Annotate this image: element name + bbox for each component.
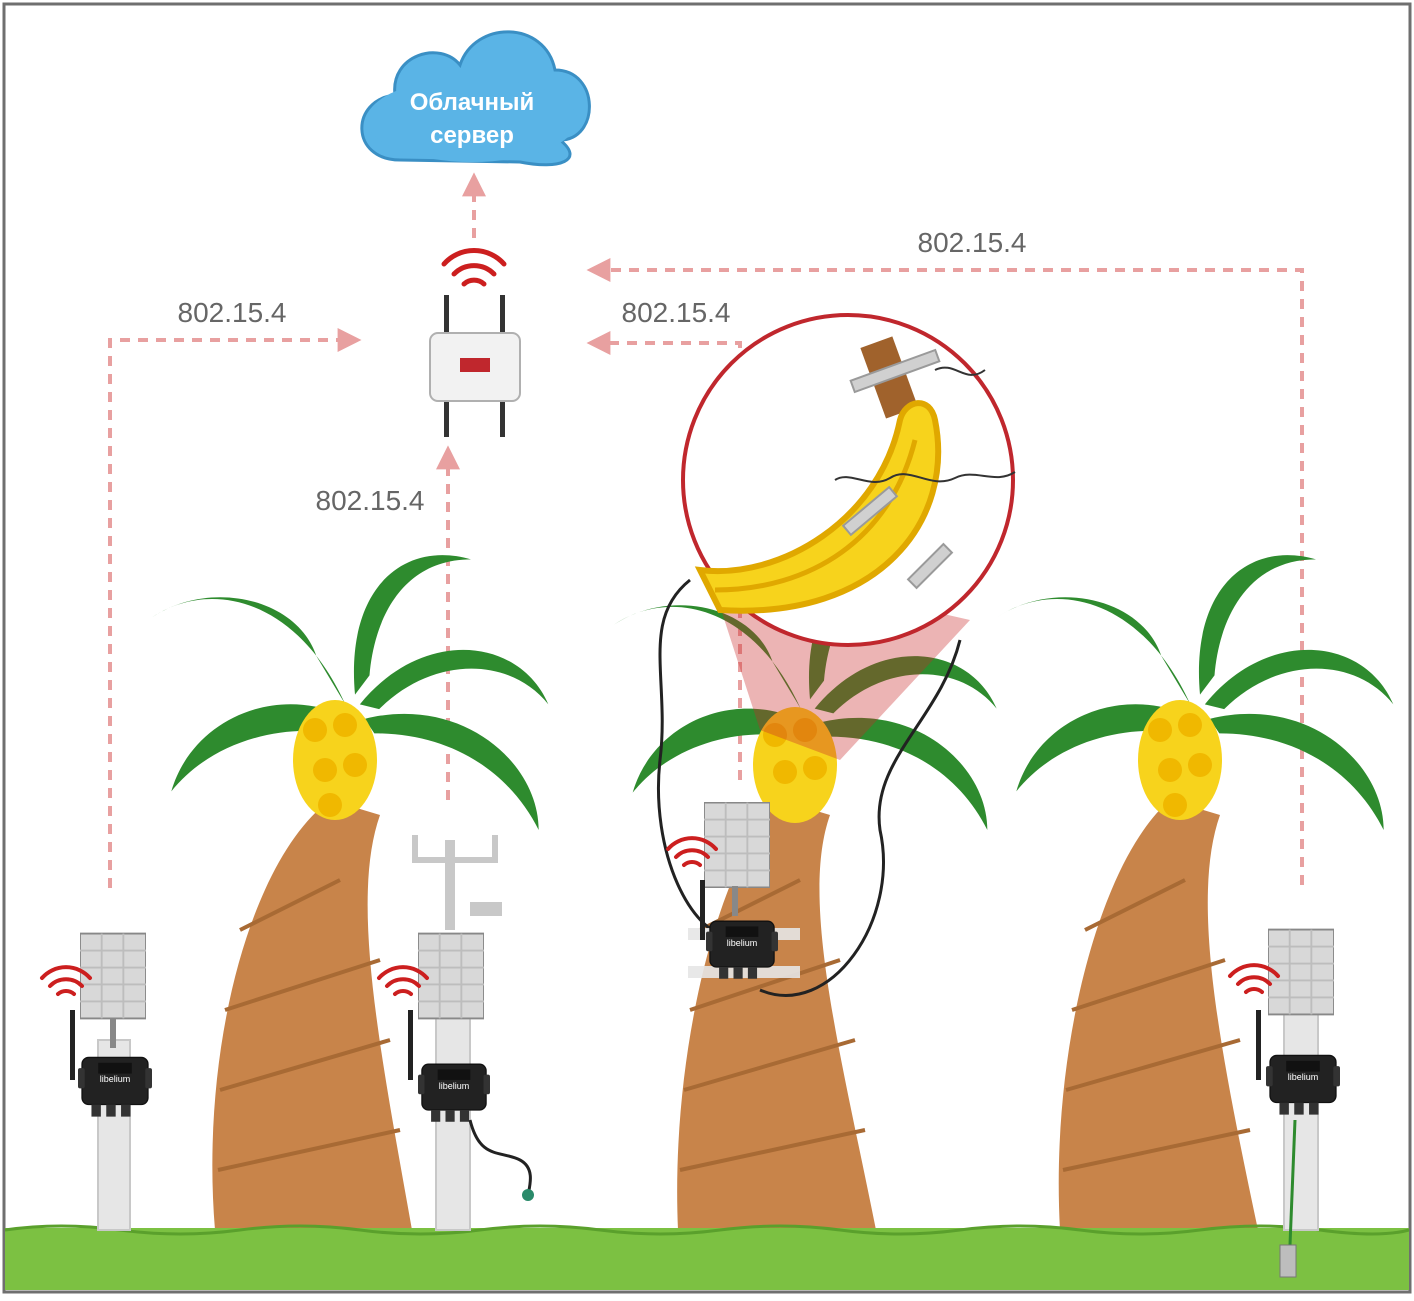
node-4-brand: libelium	[1288, 1072, 1319, 1082]
gateway-device	[429, 250, 521, 437]
magnifier-banana-closeup	[681, 313, 1016, 647]
link-label-weather: 802.15.4	[316, 485, 425, 516]
cloud-server: Облачный сервер	[360, 30, 591, 167]
link-left	[108, 328, 362, 888]
palm-tree-2	[614, 564, 997, 1230]
node-1-brand: libelium	[100, 1074, 131, 1084]
banana-bunch-3	[1138, 700, 1222, 820]
palm-tree-1	[152, 555, 549, 1230]
sensor-cable-left	[657, 578, 741, 942]
link-right	[586, 258, 1304, 885]
node-2-brand: libelium	[439, 1081, 470, 1091]
node-3-brand: libelium	[727, 938, 758, 948]
link-label-right: 802.15.4	[918, 227, 1027, 258]
grass-ground	[5, 1228, 1409, 1290]
sensor-node-2-weather-station: libelium	[377, 835, 534, 1231]
link-label-left: 802.15.4	[178, 297, 287, 328]
sensor-node-4-soil: libelium	[1228, 928, 1340, 1278]
banana-icon	[694, 400, 942, 614]
sensor-node-3-tree: libelium	[666, 802, 800, 980]
sensor-node-1: libelium	[40, 932, 152, 1231]
banana-bunch-2	[753, 707, 837, 823]
palm-tree-3	[997, 555, 1394, 1230]
cloud-label-line1: Облачный	[410, 89, 535, 116]
link-center	[586, 331, 742, 780]
banana-bunch-1	[293, 700, 377, 820]
sensor-cable-right	[759, 639, 962, 997]
link-label-center: 802.15.4	[622, 297, 731, 328]
cloud-label-line2: сервер	[430, 122, 514, 149]
